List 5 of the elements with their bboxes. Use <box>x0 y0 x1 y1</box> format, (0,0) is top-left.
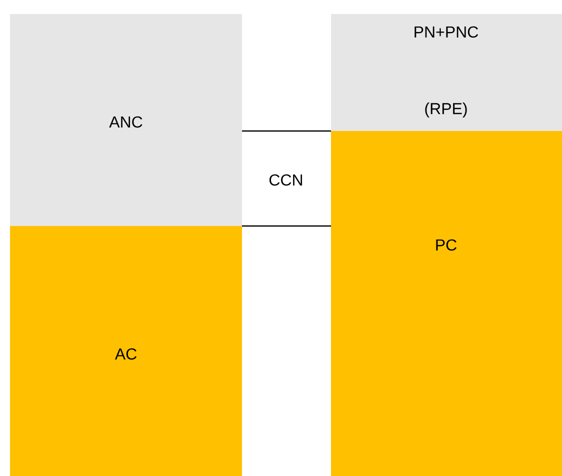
block: PC <box>331 131 562 476</box>
region-label: CCN <box>270 174 302 186</box>
block: PN+PNC (RPE) <box>331 14 562 131</box>
block: AC <box>10 226 242 476</box>
block: ANC <box>10 14 242 226</box>
